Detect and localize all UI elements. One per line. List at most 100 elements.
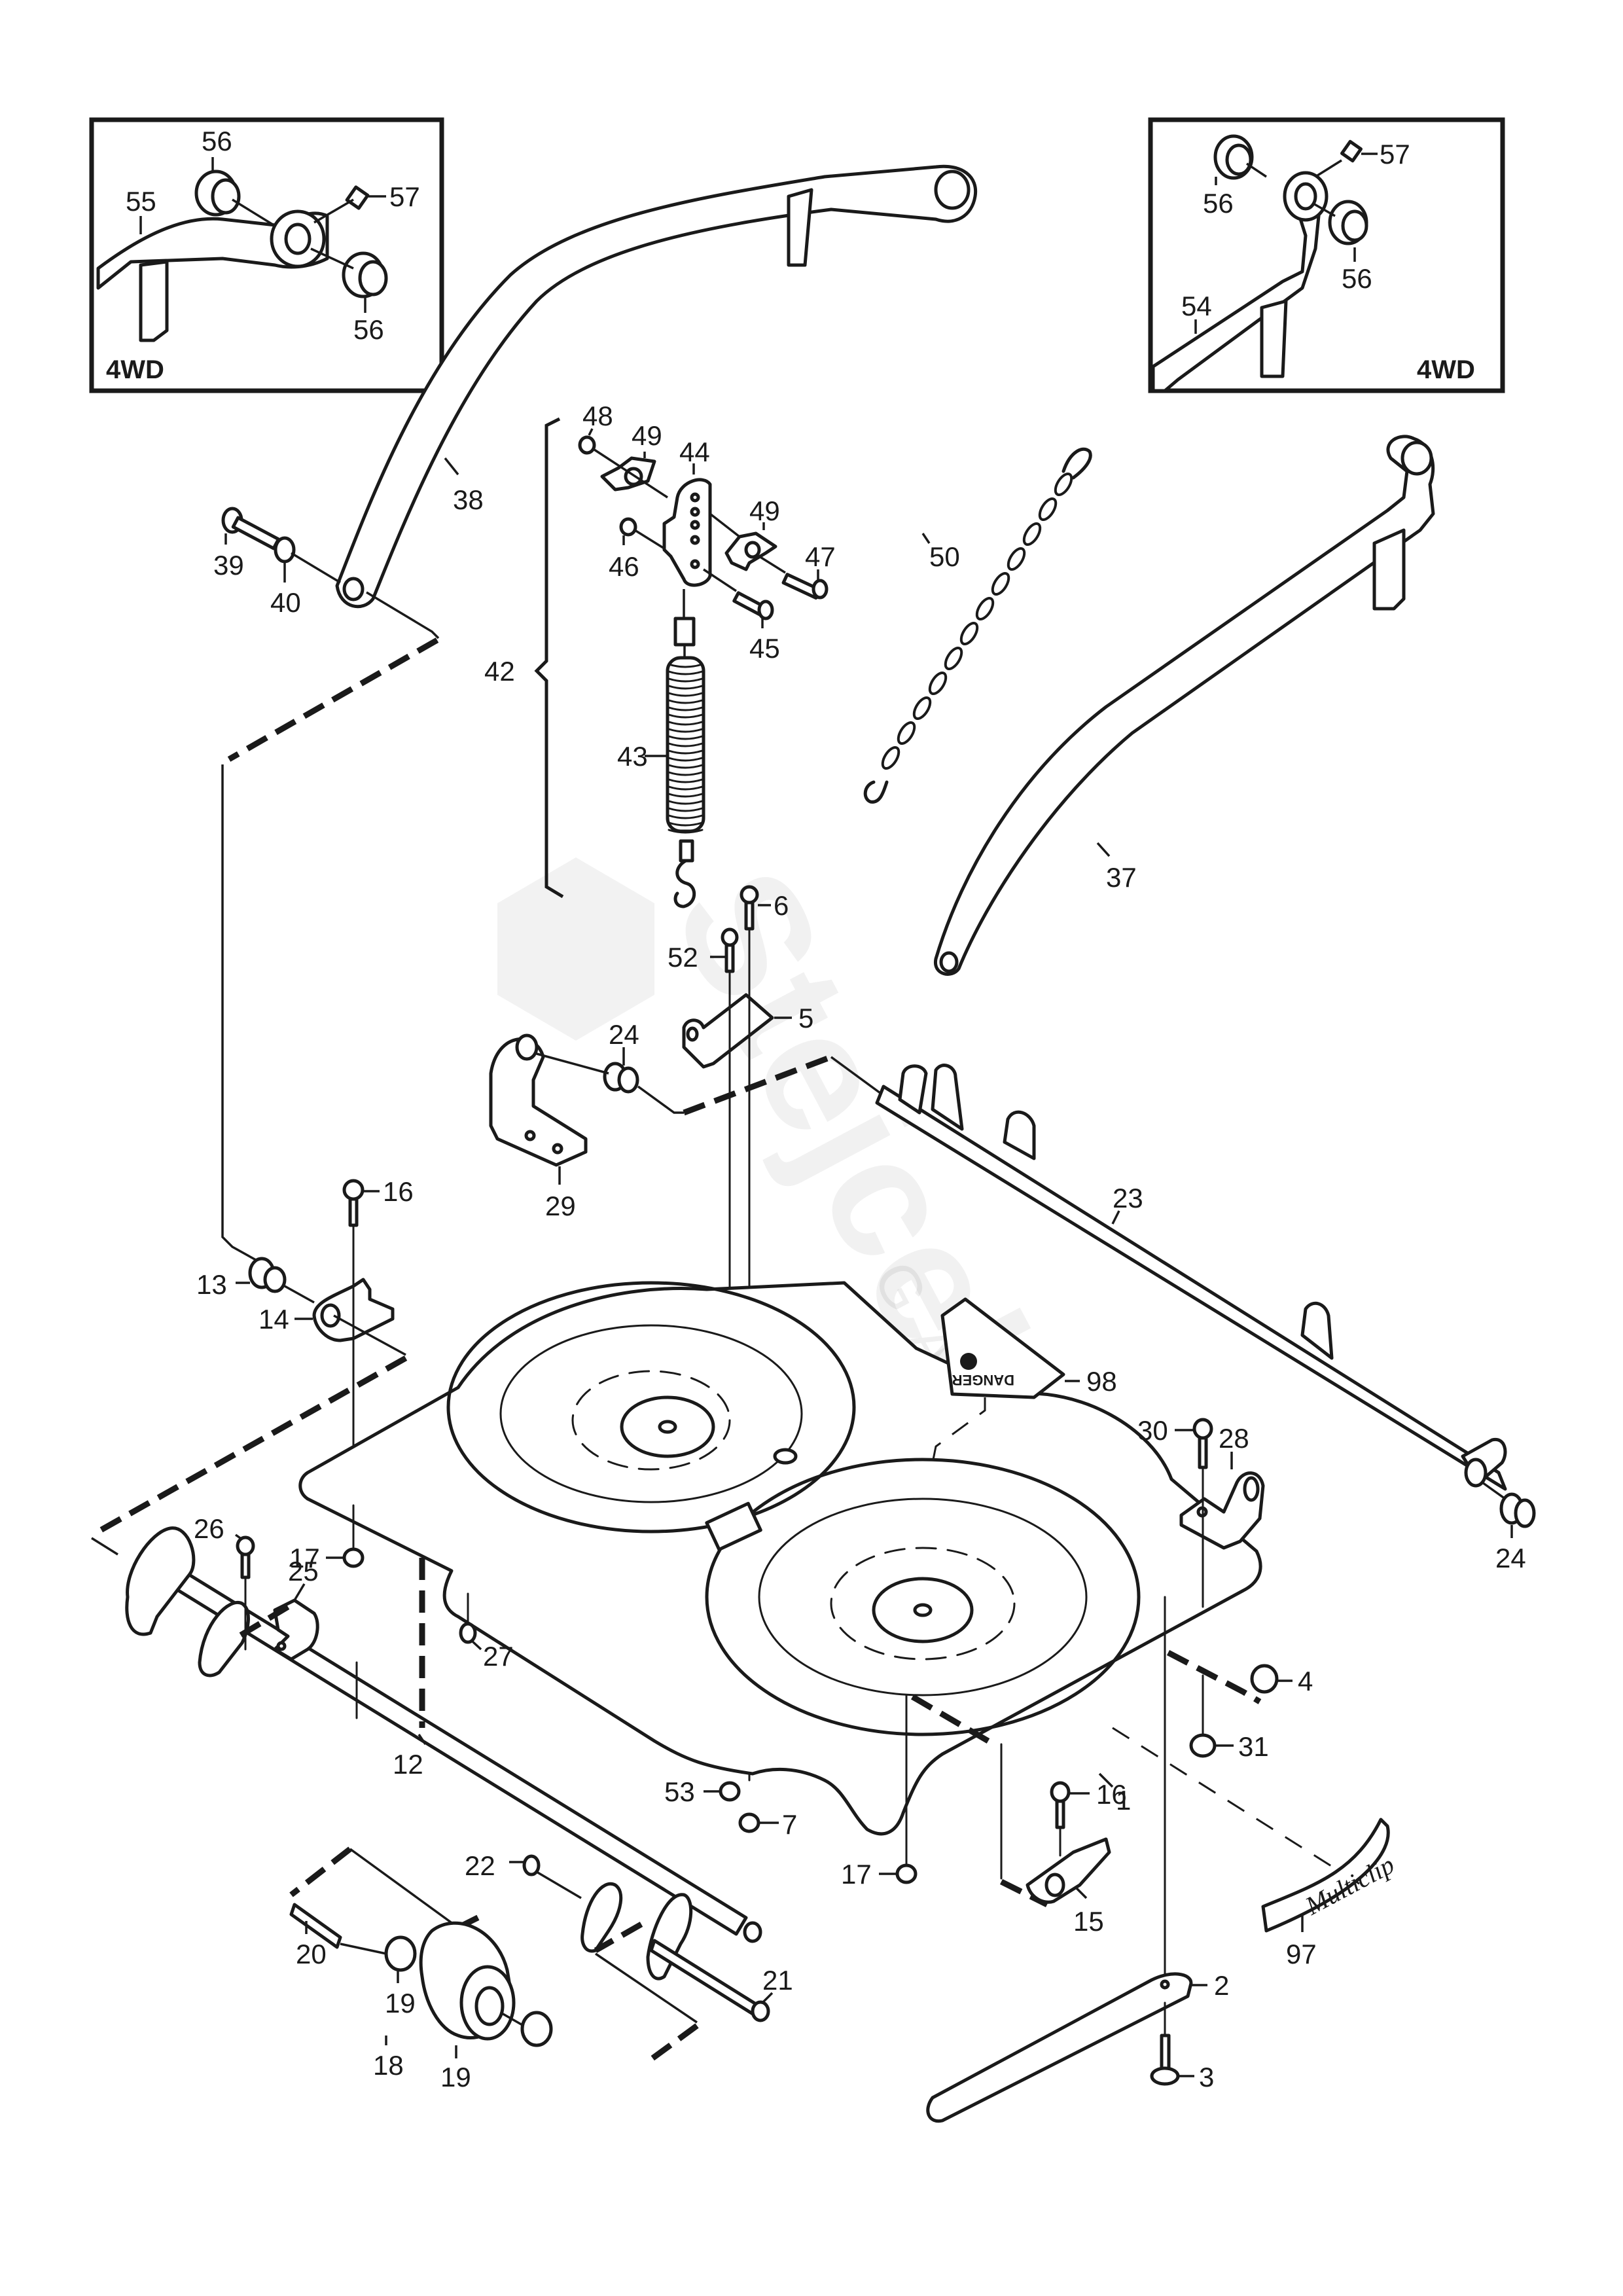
deck-housing-1[interactable] [298,1281,1262,1836]
front-axle-23[interactable] [875,1064,1507,1491]
screw-26[interactable] [236,1535,255,1579]
callout-19: 19 [385,1988,416,2018]
bushing-13[interactable] [248,1257,287,1293]
guide-plate-2[interactable] [926,1972,1193,2123]
bracket-42 [534,417,564,899]
callout-28: 28 [1219,1423,1249,1454]
nut-53[interactable] [719,1781,741,1802]
spring-coil [668,728,704,733]
decal-danger-98[interactable]: DANGER [940,1297,1065,1399]
nut-48[interactable] [578,435,596,455]
screw-16-left[interactable] [342,1179,365,1227]
callout-98: 98 [1086,1366,1117,1397]
bearing-19-left[interactable] [384,1935,417,1972]
flange-nut-4[interactable] [1250,1664,1279,1694]
callout-4: 4 [1298,1666,1313,1696]
roller-wheel-18[interactable] [419,1921,516,2041]
screw-3[interactable] [1150,2034,1180,2086]
bushing-56-bottom[interactable] [342,251,388,298]
callout-16: 16 [383,1176,414,1207]
nut-46[interactable] [619,517,637,537]
callout-53: 53 [664,1776,695,1807]
bushing-24-right[interactable] [1499,1492,1536,1528]
callout-39: 39 [213,550,244,581]
callout-24: 24 [1495,1543,1526,1573]
bushing-24-left[interactable] [603,1062,639,1094]
spring-coil [668,807,704,812]
bracket-29[interactable] [489,1033,588,1167]
chain-50[interactable] [863,447,1092,804]
callout-16: 16 [1096,1779,1127,1810]
chain-link [1038,497,1058,521]
chain-link [944,647,963,670]
lift-arm-37[interactable] [934,435,1435,976]
callout-31: 31 [1238,1731,1269,1762]
wing-nut-49-right[interactable] [724,531,777,571]
grease-nipple-57[interactable] [1340,139,1363,163]
blade-dome-right [705,1458,1141,1736]
bolt-45[interactable] [732,591,774,620]
spring-coil [668,670,704,675]
callout-27: 27 [483,1641,514,1672]
spring-coil [668,821,704,827]
danger-decal-text: DANGER [952,1372,1014,1388]
callout-56: 56 [202,126,232,156]
callout-48: 48 [582,401,613,431]
lift-arm-38[interactable] [335,164,978,609]
spring-43[interactable] [666,656,705,908]
washer-22[interactable] [522,1854,541,1876]
spring-clevis [673,617,696,647]
callout-54: 54 [1181,291,1212,321]
bolt-39[interactable] [221,507,281,550]
screw-16-right[interactable] [1050,1781,1071,1829]
bushing-56-top[interactable] [194,170,241,217]
callout-42: 42 [484,656,515,687]
spacer-20[interactable] [289,1903,342,1949]
spring-coil [668,663,704,668]
arm-mount-plate [1372,528,1406,611]
bushing-56-bottom[interactable] [1328,200,1368,245]
callout-45: 45 [749,633,780,664]
callout-38: 38 [453,484,484,515]
washer-40[interactable] [274,536,296,564]
grease-nipple-57[interactable] [345,185,370,210]
bearing-19-right[interactable] [520,2011,553,2047]
spring-coil [668,742,704,747]
spring-coil [668,692,704,697]
nut-17-right[interactable] [895,1863,918,1884]
nut-31[interactable] [1189,1733,1217,1758]
chain-link [975,597,995,620]
nut-27[interactable] [459,1622,477,1644]
nut-17-left[interactable] [342,1547,365,1568]
spring-coil [668,778,704,783]
callout-50: 50 [929,541,960,572]
callout-37: 37 [1106,862,1137,893]
bracket-15[interactable] [1026,1837,1111,1904]
decal-multiclip-97[interactable]: Multiclip [1261,1818,1399,1933]
screw-30[interactable] [1192,1418,1213,1469]
roller-axle-12[interactable] [125,1526,762,1981]
bracket-25[interactable] [273,1598,319,1661]
arm-mount-plate [139,260,169,342]
callout-1: 1 [1116,1785,1131,1816]
callout-49: 49 [749,495,780,526]
callout-57: 57 [389,181,420,212]
callout-2: 2 [1214,1970,1229,2001]
adjustment-plate-44[interactable] [662,478,712,587]
bolt-47[interactable] [781,573,829,600]
callout-49: 49 [632,420,662,451]
watermark-logo-icon [497,857,654,1041]
bushing-56-top[interactable] [1213,134,1254,180]
callout-18: 18 [373,2050,404,2081]
spring-coil [668,677,704,683]
callout-56: 56 [353,314,384,345]
spring-coil [668,757,704,762]
callout-24: 24 [609,1019,639,1050]
nut-7[interactable] [738,1812,760,1833]
bolt-21[interactable] [649,1939,770,2022]
callout-17: 17 [289,1543,320,1573]
callout-25: 25 [288,1556,319,1587]
callout-56: 56 [1342,263,1372,294]
callout-26: 26 [194,1513,224,1544]
